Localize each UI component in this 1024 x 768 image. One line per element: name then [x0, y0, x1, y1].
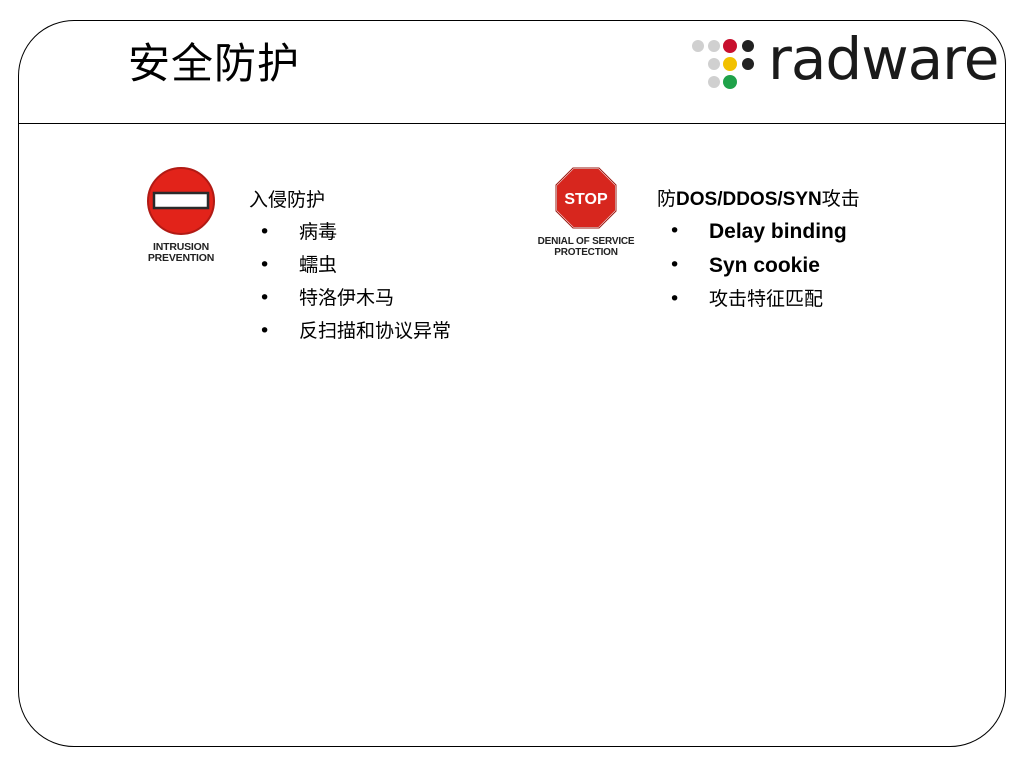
radware-logo: radware — [690, 28, 1000, 96]
dos-protection-sign: STOP DENIAL OF SERVICE PROTECTION — [534, 166, 638, 266]
dos-sign-label: DENIAL OF SERVICE PROTECTION — [537, 236, 635, 258]
list-item: •蠕虫 — [259, 254, 338, 276]
stop-sign-icon: STOP — [555, 167, 617, 229]
list-item: •Syn cookie — [669, 254, 820, 277]
slide-frame — [18, 20, 1006, 747]
logo-dots-icon — [692, 39, 754, 89]
dos-heading: 防DOS/DDOS/SYN攻击 — [657, 188, 860, 210]
list-item: •攻击特征匹配 — [669, 288, 824, 310]
no-entry-icon — [147, 167, 215, 235]
intrusion-prevention-sign: INTRUSION PREVENTION — [140, 166, 222, 276]
logo-wordmark: radware — [768, 25, 999, 93]
intrusion-sign-label: INTRUSION PREVENTION — [147, 241, 215, 264]
slide-title: 安全防护 — [128, 39, 301, 88]
list-item: •反扫描和协议异常 — [259, 320, 452, 342]
title-divider — [19, 123, 1005, 124]
intrusion-heading: 入侵防护 — [249, 189, 326, 211]
intrusion-list: •病毒 •蠕虫 •特洛伊木马 •反扫描和协议异常 — [259, 216, 451, 348]
list-item: •特洛伊木马 — [259, 287, 395, 309]
dos-list: •Delay binding •Syn cookie •攻击特征匹配 — [669, 215, 847, 316]
list-item: •病毒 — [259, 221, 338, 243]
stop-sign-word: STOP — [564, 191, 608, 208]
list-item: •Delay binding — [669, 220, 847, 243]
